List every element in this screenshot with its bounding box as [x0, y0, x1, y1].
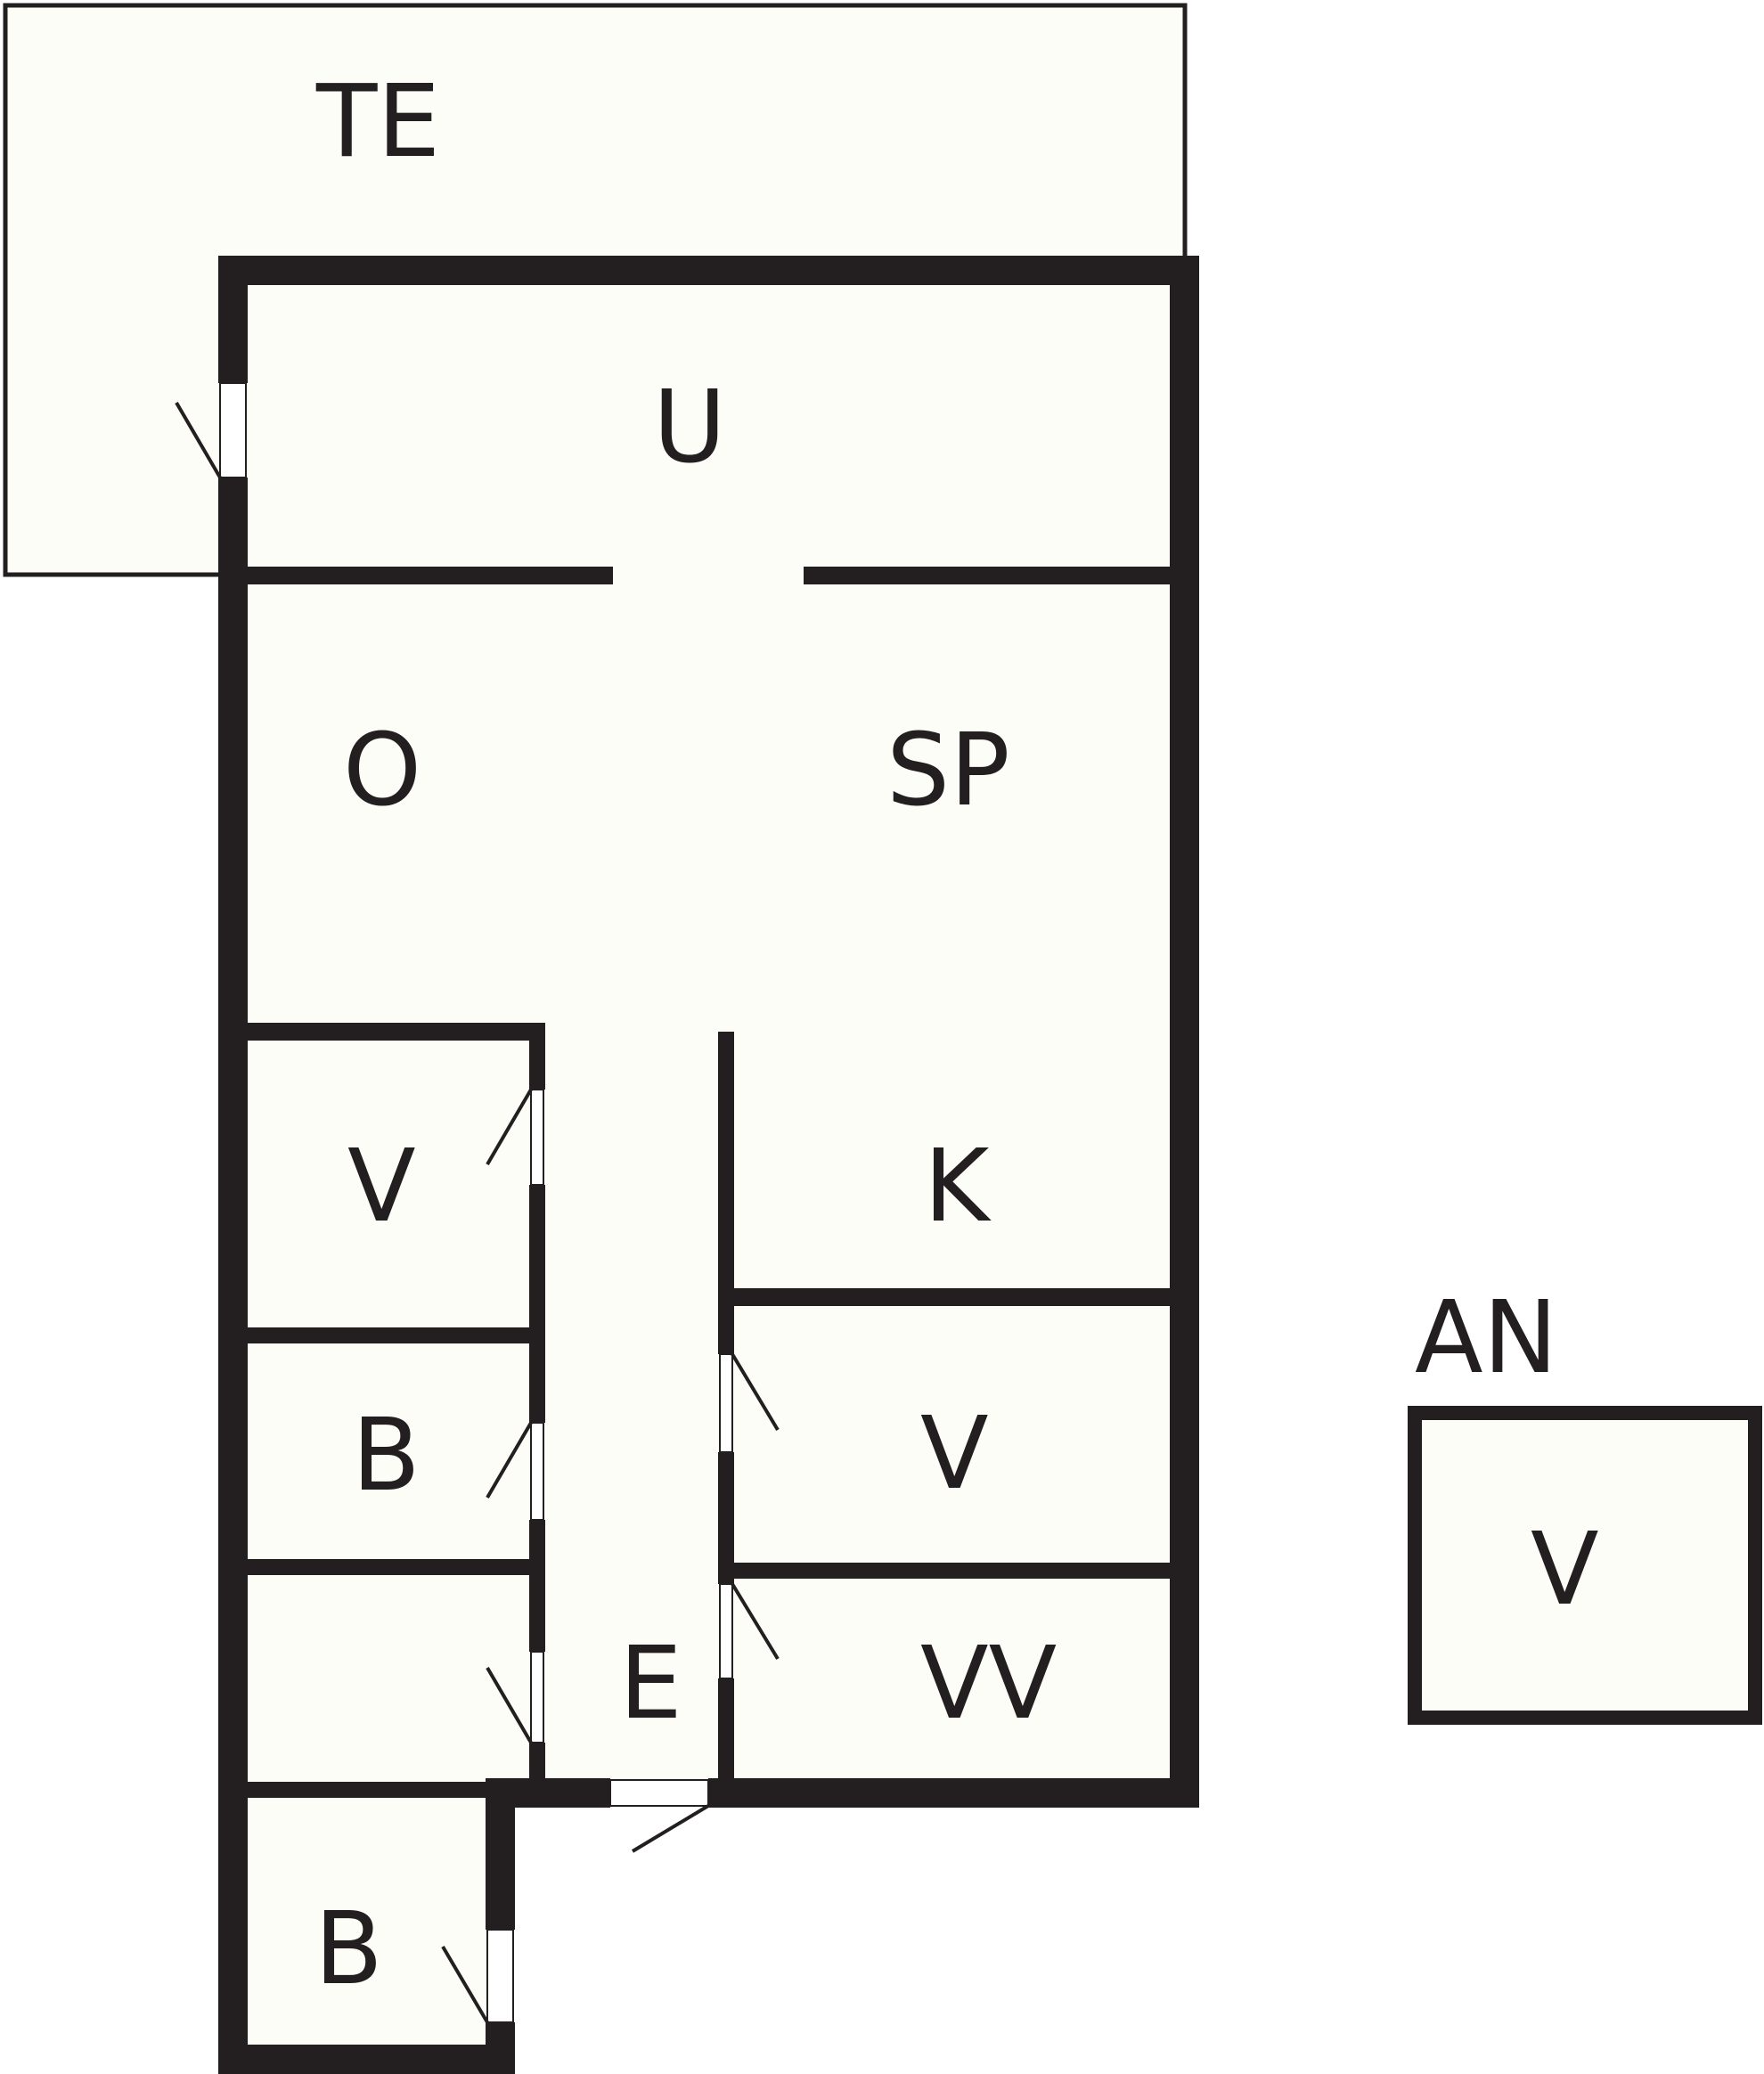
room-label-k: K	[924, 1129, 992, 1245]
annex-box	[1408, 1406, 1762, 1725]
house-floor	[232, 272, 1185, 2062]
room-label-sp: SP	[886, 713, 1010, 829]
room-label-u: U	[653, 370, 726, 486]
terrace-door	[175, 382, 247, 479]
room-label-v-left: V	[347, 1129, 416, 1245]
room-label-v-right: V	[920, 1396, 989, 1512]
annex-label-an: AN	[1415, 1280, 1557, 1396]
bottom-bathroom-door	[441, 1929, 514, 2024]
interior-walls	[248, 567, 1170, 1798]
room-label-e: E	[619, 1626, 682, 1742]
outer-walls	[218, 256, 1199, 2074]
room-label-vv: VV	[920, 1626, 1057, 1742]
left-room-v-door	[486, 1088, 544, 1186]
right-room-vv-door	[719, 1582, 780, 1679]
room-label-o: O	[343, 713, 421, 829]
room-label-te: TE	[315, 64, 440, 180]
left-room-b-door	[486, 1421, 544, 1521]
room-label-v-annex: V	[1531, 1512, 1599, 1628]
room-label-b-left: B	[352, 1398, 421, 1514]
room-label-b-bottom: B	[314, 1891, 383, 2007]
right-room-v-door	[719, 1352, 780, 1453]
left-room-third-door	[486, 1651, 544, 1744]
entry-door	[609, 1779, 710, 1853]
